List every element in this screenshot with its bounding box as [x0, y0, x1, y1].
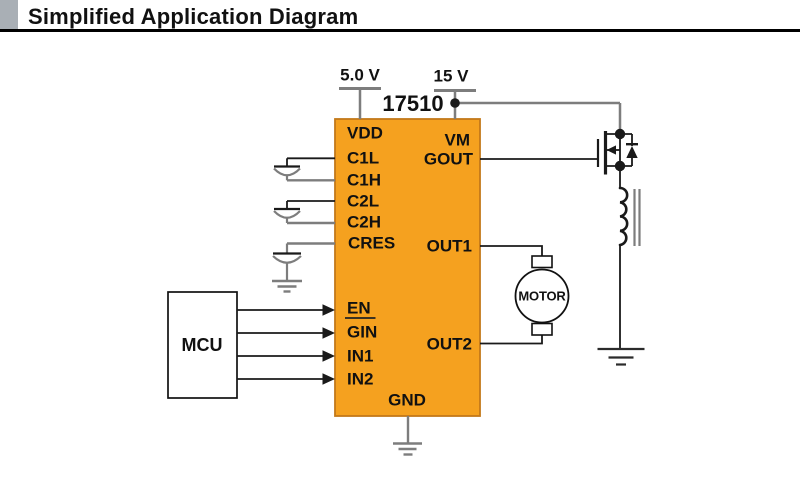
pin-label-in2: IN2 — [347, 369, 374, 389]
motor-body-circle — [514, 268, 570, 324]
mcu-control-arrows — [237, 304, 335, 385]
body-diode-symbol — [626, 134, 638, 166]
header-rule — [0, 29, 800, 32]
junction-dot-15v — [450, 98, 460, 108]
pin-label-vm: VM — [444, 130, 471, 150]
pin-label-c2h: C2H — [347, 212, 382, 232]
ic-block — [334, 118, 481, 417]
pin-label-c2l: C2L — [347, 191, 380, 211]
supply-15v-symbol — [434, 89, 622, 134]
pin-label-in1: IN1 — [347, 346, 374, 366]
out1-wire — [480, 245, 543, 256]
header-accent-square — [0, 0, 18, 30]
in1-arrowhead — [322, 350, 335, 362]
ic-part-number: 17510 — [382, 91, 444, 116]
motor-symbol — [514, 255, 570, 336]
diode-triangle — [626, 146, 638, 158]
supply-15v-label: 15 V — [433, 66, 469, 86]
inductor-symbol — [618, 166, 641, 349]
cres-curved-plate — [272, 255, 302, 264]
page-title: Simplified Application Diagram — [28, 4, 359, 29]
motor-top-brush — [531, 255, 553, 269]
pin-label-out2: OUT2 — [426, 334, 472, 354]
inductor-ground-symbol — [597, 347, 645, 366]
inductor-coil — [618, 186, 629, 247]
mosfet-symbol — [596, 128, 632, 175]
pin-label-out1: OUT1 — [426, 236, 472, 256]
c2-capacitor — [273, 200, 335, 225]
motor-label: MOTOR — [518, 288, 566, 304]
c2-curved-plate — [273, 210, 301, 219]
pin-label-c1h: C1H — [347, 170, 382, 190]
pin-label-gnd: GND — [388, 390, 426, 410]
drain-junction-dot — [614, 128, 626, 140]
pin-label-c1l: C1L — [347, 148, 380, 168]
pin-label-en: EN — [347, 298, 371, 318]
motor-bottom-brush — [531, 322, 553, 336]
supply-5v-label: 5.0 V — [340, 65, 380, 85]
pin-label-vdd: VDD — [347, 123, 383, 143]
cres-capacitor — [272, 242, 335, 281]
pin-label-gout: GOUT — [423, 149, 473, 169]
c1-curved-plate — [273, 167, 301, 177]
mcu-block — [167, 291, 238, 399]
pin-label-gin: GIN — [347, 322, 378, 342]
mcu-label: MCU — [181, 335, 223, 355]
c1-capacitor — [273, 157, 335, 182]
mosfet-body-arrow — [606, 145, 616, 155]
supply-5v-symbol — [339, 87, 381, 119]
cres-ground-symbol — [272, 279, 302, 293]
gin-arrowhead — [322, 327, 335, 339]
in2-arrowhead — [322, 373, 335, 385]
out2-wire — [480, 335, 543, 345]
ic-ground-symbol — [393, 416, 422, 456]
en-arrowhead — [322, 304, 335, 316]
pin-label-cres: CRES — [348, 233, 396, 253]
